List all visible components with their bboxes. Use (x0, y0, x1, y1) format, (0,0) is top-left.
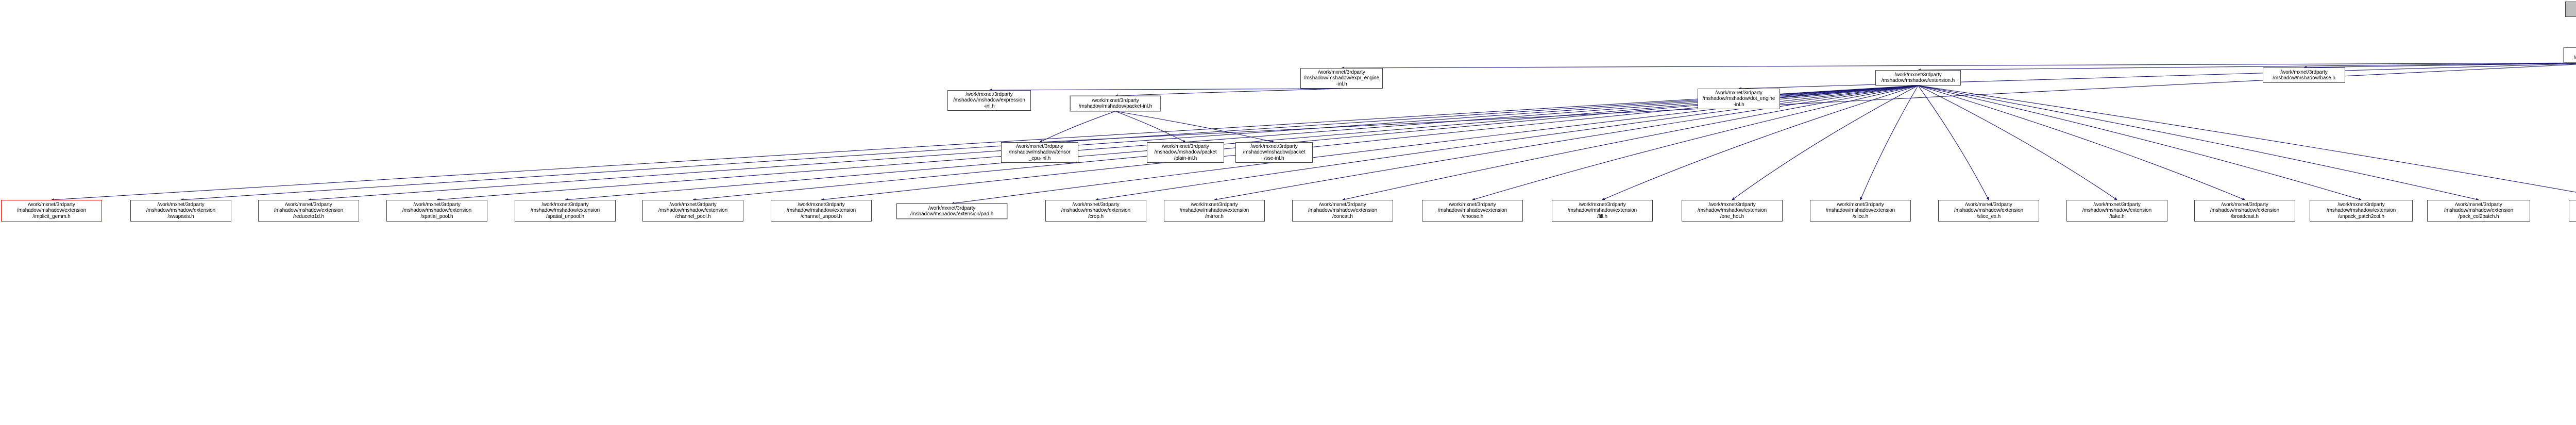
graph-node-ext_fill[interactable]: /work/mxnet/3rdparty /mshadow/mshadow/ex… (1552, 200, 1653, 222)
graph-node-label: /work/mxnet/3rdparty /mshadow/mshadow/ex… (2444, 202, 2514, 219)
graph-node-label: /work/mxnet/3rdparty /mshadow/mshadow/io… (2567, 4, 2576, 15)
graph-edge-extension_h-to-ext_choose (1472, 85, 1919, 201)
graph-node-ext_channel_unpool[interactable]: /work/mxnet/3rdparty /mshadow/mshadow/ex… (771, 200, 872, 222)
graph-node-label: /work/mxnet/3rdparty /mshadow/mshadow/te… (2573, 55, 2576, 61)
graph-node-label: /work/mxnet/3rdparty /mshadow/mshadow/ex… (1954, 202, 2024, 219)
graph-node-ext_broadcast[interactable]: /work/mxnet/3rdparty /mshadow/mshadow/ex… (2194, 200, 2295, 222)
graph-edge-extension_h-to-ext_concat (1342, 85, 1919, 201)
graph-node-ext_pad[interactable]: /work/mxnet/3rdparty /mshadow/mshadow/ex… (896, 203, 1007, 219)
graph-node-ext_reduceto1d[interactable]: /work/mxnet/3rdparty /mshadow/mshadow/ex… (258, 200, 359, 222)
graph-node-label: /work/mxnet/3rdparty /mshadow/mshadow/ex… (2210, 202, 2280, 219)
graph-edge-packet_inl-to-packet_plain_inl (1112, 109, 1186, 143)
graph-node-label: /work/mxnet/3rdparty /mshadow/mshadow/ex… (402, 202, 472, 219)
graph-node-label: /work/mxnet/3rdparty /mshadow/mshadow/ba… (2273, 69, 2335, 81)
graph-edge-expr_engine_inl-to-packet_inl (1115, 88, 1342, 97)
graph-node-label: /work/mxnet/3rdparty /mshadow/mshadow/pa… (1243, 144, 1306, 161)
graph-node-label: /work/mxnet/3rdparty /mshadow/mshadow/te… (1009, 144, 1071, 161)
graph-node-label: /work/mxnet/3rdparty /mshadow/mshadow/ex… (1308, 202, 1378, 219)
graph-node-label: /work/mxnet/3rdparty /mshadow/mshadow/ex… (1567, 202, 1637, 219)
graph-node-label: /work/mxnet/3rdparty /mshadow/mshadow/ex… (1697, 202, 1767, 219)
graph-edge-tensor_h-to-dot_engine_inl (1738, 63, 2576, 90)
graph-edge-packet_inl-to-tensor_cpu_inl (1039, 109, 1118, 143)
graph-node-label: /work/mxnet/3rdparty /mshadow/mshadow/ex… (1061, 202, 1131, 219)
graph-node-ext_pack_c2p[interactable]: /work/mxnet/3rdparty /mshadow/mshadow/ex… (2427, 200, 2530, 222)
graph-node-label: /work/mxnet/3rdparty /mshadow/mshadow/ex… (786, 202, 856, 219)
graph-node-ext_crop[interactable]: /work/mxnet/3rdparty /mshadow/mshadow/ex… (1045, 200, 1146, 222)
graph-node-label: /work/mxnet/3rdparty /mshadow/mshadow/ex… (1437, 202, 1507, 219)
graph-node-ext_concat[interactable]: /work/mxnet/3rdparty /mshadow/mshadow/ex… (1292, 200, 1393, 222)
graph-node-label: /work/mxnet/3rdparty /mshadow/mshadow/ex… (2326, 202, 2396, 219)
graph-edge-tensor_h-to-extension_h (1918, 63, 2576, 72)
graph-node-label: /work/mxnet/3rdparty /mshadow/mshadow/ex… (2570, 202, 2576, 219)
graph-node-label: /work/mxnet/3rdparty /mshadow/mshadow/ex… (1179, 202, 1249, 219)
graph-node-ext_unpack_p2c[interactable]: /work/mxnet/3rdparty /mshadow/mshadow/ex… (2310, 200, 2413, 222)
graph-node-label: /work/mxnet/3rdparty /mshadow/mshadow/ex… (1881, 72, 1955, 83)
graph-edge-extension_h-to-ext_take (1918, 85, 2117, 200)
graph-node-ext_channel_pool[interactable]: /work/mxnet/3rdparty /mshadow/mshadow/ex… (642, 200, 743, 222)
graph-edge-tensor_h-to-base_h_ms (2303, 63, 2576, 69)
graph-node-label: /work/mxnet/3rdparty /mshadow/mshadow/ex… (910, 205, 994, 217)
graph-node-ext_one_hot[interactable]: /work/mxnet/3rdparty /mshadow/mshadow/ex… (1682, 200, 1783, 222)
graph-node-extension_h[interactable]: /work/mxnet/3rdparty /mshadow/mshadow/ex… (1875, 70, 1961, 86)
graph-node-expr_engine_inl[interactable]: /work/mxnet/3rdparty /mshadow/mshadow/ex… (1300, 68, 1383, 89)
graph-node-ext_slice_ex[interactable]: /work/mxnet/3rdparty /mshadow/mshadow/ex… (1938, 200, 2039, 222)
graph-node-packet_sse_inl[interactable]: /work/mxnet/3rdparty /mshadow/mshadow/pa… (1235, 142, 1313, 163)
graph-node-ext_take[interactable]: /work/mxnet/3rdparty /mshadow/mshadow/ex… (2066, 200, 2167, 222)
graph-node-ext_swapaxis[interactable]: /work/mxnet/3rdparty /mshadow/mshadow/ex… (130, 200, 231, 222)
graph-edge-extension_h-to-ext_broadcast (1918, 85, 2245, 200)
graph-edge-tensor_h-to-tensor_cpu_inl (1039, 64, 2576, 144)
graph-node-label: /work/mxnet/3rdparty /mshadow/mshadow/ex… (274, 202, 344, 219)
graph-node-ext_spatial_unpool[interactable]: /work/mxnet/3rdparty /mshadow/mshadow/ex… (515, 200, 616, 222)
graph-node-io_h[interactable]: /work/mxnet/3rdparty /mshadow/mshadow/io… (2565, 2, 2576, 17)
graph-node-tensor_h[interactable]: /work/mxnet/3rdparty /mshadow/mshadow/te… (2564, 47, 2576, 63)
graph-node-ext_implicit_gemm[interactable]: /work/mxnet/3rdparty /mshadow/mshadow/ex… (1, 200, 102, 222)
graph-node-label: /work/mxnet/3rdparty /mshadow/mshadow/ex… (530, 202, 600, 219)
graph-edge-extension_h-to-ext_unpack_p2c (1918, 85, 2362, 201)
graph-node-ext_reshape[interactable]: /work/mxnet/3rdparty /mshadow/mshadow/ex… (2569, 200, 2576, 222)
graph-edge-extension_h-to-ext_mirror (1214, 85, 1919, 201)
graph-node-packet_plain_inl[interactable]: /work/mxnet/3rdparty /mshadow/mshadow/pa… (1147, 142, 1224, 163)
graph-edge-extension_h-to-ext_slice_ex (1918, 85, 1989, 200)
graph-node-ext_choose[interactable]: /work/mxnet/3rdparty /mshadow/mshadow/ex… (1422, 200, 1523, 222)
graph-node-base_h_ms[interactable]: /work/mxnet/3rdparty /mshadow/mshadow/ba… (2263, 67, 2345, 83)
graph-edge-extension_h-to-ext_pack_c2p (1918, 85, 2479, 201)
graph-node-label: /work/mxnet/3rdparty /mshadow/mshadow/ex… (1825, 202, 1895, 219)
graph-node-label: /work/mxnet/3rdparty /mshadow/mshadow/ex… (658, 202, 728, 219)
graph-node-label: /work/mxnet/3rdparty /mshadow/mshadow/ex… (2082, 202, 2152, 219)
graph-node-ext_mirror[interactable]: /work/mxnet/3rdparty /mshadow/mshadow/ex… (1164, 200, 1265, 222)
graph-node-tensor_cpu_inl[interactable]: /work/mxnet/3rdparty /mshadow/mshadow/te… (1001, 142, 1078, 163)
graph-node-dot_engine_inl[interactable]: /work/mxnet/3rdparty /mshadow/mshadow/do… (1698, 89, 1780, 109)
graph-node-expression_h[interactable]: /work/mxnet/3rdparty /mshadow/mshadow/ex… (947, 90, 1031, 111)
graph-node-label: /work/mxnet/3rdparty /mshadow/mshadow/pa… (1078, 97, 1153, 109)
graph-node-label: /work/mxnet/3rdparty /mshadow/mshadow/ex… (953, 92, 1025, 109)
graph-node-label: /work/mxnet/3rdparty /mshadow/mshadow/ex… (146, 202, 216, 219)
graph-node-label: /work/mxnet/3rdparty /mshadow/mshadow/do… (1702, 90, 1775, 108)
graph-node-label: /work/mxnet/3rdparty /mshadow/mshadow/ex… (16, 202, 87, 219)
graph-node-label: /work/mxnet/3rdparty /mshadow/mshadow/pa… (1154, 144, 1217, 161)
edge-group (51, 62, 2576, 205)
graph-edge-extension_h-to-ext_slice (1860, 85, 1919, 200)
graph-node-ext_slice[interactable]: /work/mxnet/3rdparty /mshadow/mshadow/ex… (1810, 200, 1911, 222)
graph-node-ext_spatial_pool[interactable]: /work/mxnet/3rdparty /mshadow/mshadow/ex… (386, 200, 487, 222)
graph-edge-tensor_h-to-expr_engine_inl (1341, 62, 2576, 70)
graph-edge-packet_inl-to-packet_sse_inl (1112, 109, 1275, 143)
graph-node-label: /work/mxnet/3rdparty /mshadow/mshadow/ex… (1303, 70, 1380, 87)
graph-edge-expr_engine_inl-to-expression_h (989, 88, 1342, 92)
graph-node-packet_inl[interactable]: /work/mxnet/3rdparty /mshadow/mshadow/pa… (1070, 96, 1161, 111)
graph-edge-extension_h-to-ext_reshape (1918, 85, 2576, 193)
